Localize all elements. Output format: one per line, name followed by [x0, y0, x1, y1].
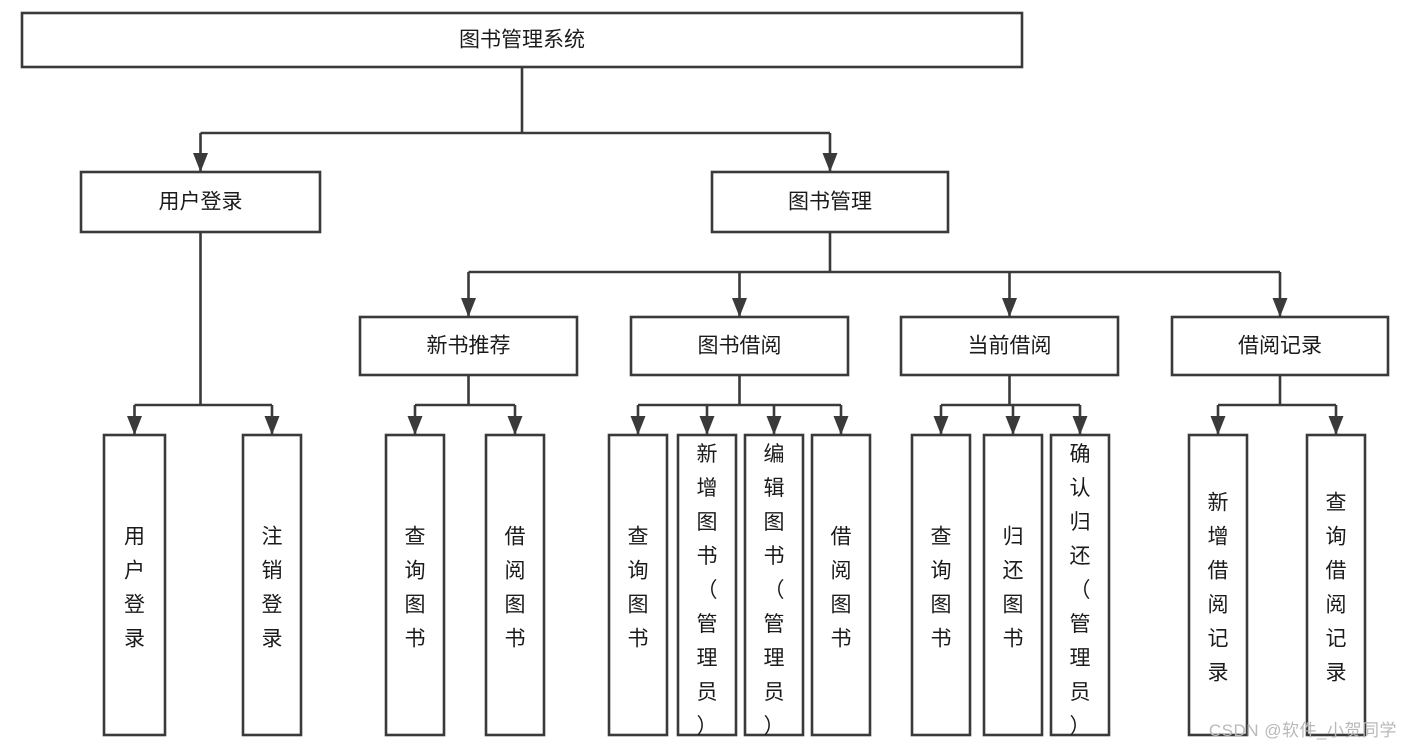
node-leaf-logout[interactable]: 注销登录 [241, 433, 303, 737]
arrow-head-icon [1210, 416, 1226, 435]
node-box-leaf-user-login [102, 433, 167, 737]
node-label-leaf-confirm-return: 确认归还（管理员） [1070, 443, 1091, 738]
node-box-current-borrow [899, 315, 1120, 377]
node-box-leaf-borrow-book-1 [484, 433, 546, 737]
node-label-leaf-borrow-book-2: 借阅图书 [831, 526, 852, 651]
arrow-head-icon [822, 153, 838, 172]
node-leaf-edit-book[interactable]: 编辑图书（管理员） [743, 433, 805, 738]
arrow-head-icon [127, 416, 142, 435]
node-box-user-login [79, 170, 322, 234]
node-leaf-confirm-return[interactable]: 确认归还（管理员） [1049, 433, 1111, 738]
node-leaf-query-record[interactable]: 查询借阅记录 [1305, 433, 1367, 737]
node-label-leaf-edit-book: 编辑图书（管理员） [764, 443, 785, 738]
node-label-book-borrow: 图书借阅 [698, 335, 782, 358]
arrow-head-icon [933, 416, 949, 435]
node-label-leaf-query-record: 查询借阅记录 [1326, 492, 1347, 685]
arrow-head-icon [833, 416, 849, 435]
node-leaf-user-login[interactable]: 用户登录 [102, 433, 167, 737]
node-box-leaf-confirm-return [1049, 433, 1111, 737]
node-leaf-query-book-3[interactable]: 查询图书 [910, 433, 972, 737]
arrow-head-icon [732, 298, 747, 317]
node-leaf-borrow-book-1[interactable]: 借阅图书 [484, 433, 546, 737]
node-user-login[interactable]: 用户登录 [79, 170, 322, 234]
node-label-book-manage: 图书管理 [788, 191, 872, 214]
arrow-head-icon [1072, 416, 1088, 435]
node-book-manage[interactable]: 图书管理 [710, 170, 950, 234]
node-leaf-query-book-1[interactable]: 查询图书 [384, 433, 446, 737]
node-label-leaf-return-book: 归还图书 [1003, 526, 1024, 651]
node-box-new-book-recommend [358, 315, 579, 377]
arrow-head-icon [461, 298, 476, 317]
arrow-head-icon [1328, 416, 1344, 435]
node-layer: 图书管理系统用户登录图书管理新书推荐图书借阅当前借阅借阅记录用户登录注销登录查询… [20, 11, 1390, 738]
node-box-book-manage [710, 170, 950, 234]
node-root[interactable]: 图书管理系统 [20, 11, 1024, 69]
node-box-leaf-query-book-3 [910, 433, 972, 737]
arrow-head-icon [1005, 416, 1021, 435]
node-label-user-login: 用户登录 [159, 191, 243, 214]
csdn-watermark: CSDN @软件_小贺同学 [1208, 721, 1397, 740]
arrow-head-icon [1272, 298, 1288, 317]
arrow-head-icon [507, 416, 523, 435]
arrow-head-icon [699, 416, 715, 435]
node-label-current-borrow: 当前借阅 [968, 335, 1052, 358]
node-label-borrow-record: 借阅记录 [1238, 335, 1322, 358]
node-box-leaf-edit-book [743, 433, 805, 737]
node-leaf-borrow-book-2[interactable]: 借阅图书 [810, 433, 872, 737]
node-label-leaf-query-book-3: 查询图书 [931, 526, 952, 651]
node-label-leaf-logout: 注销登录 [262, 526, 283, 651]
node-current-borrow[interactable]: 当前借阅 [899, 315, 1120, 377]
arrow-head-icon [630, 416, 646, 435]
node-box-leaf-add-record [1187, 433, 1249, 737]
node-box-leaf-query-book-2 [607, 433, 669, 737]
node-box-leaf-borrow-book-2 [810, 433, 872, 737]
node-label-leaf-query-book-2: 查询图书 [628, 526, 649, 651]
node-leaf-add-record[interactable]: 新增借阅记录 [1187, 433, 1249, 737]
node-box-leaf-query-record [1305, 433, 1367, 737]
node-box-book-borrow [629, 315, 850, 377]
node-label-root: 图书管理系统 [459, 29, 585, 52]
node-label-new-book-recommend: 新书推荐 [427, 335, 511, 358]
node-label-leaf-query-book-1: 查询图书 [405, 526, 426, 651]
node-label-leaf-add-book: 新增图书（管理员） [697, 443, 718, 738]
node-label-leaf-borrow-book-1: 借阅图书 [505, 526, 526, 651]
node-new-book-recommend[interactable]: 新书推荐 [358, 315, 579, 377]
arrow-head-icon [766, 416, 782, 435]
node-box-leaf-add-book [676, 433, 738, 737]
node-book-borrow[interactable]: 图书借阅 [629, 315, 850, 377]
node-box-leaf-return-book [982, 433, 1044, 737]
node-label-leaf-add-record: 新增借阅记录 [1208, 492, 1229, 685]
node-leaf-add-book[interactable]: 新增图书（管理员） [676, 433, 738, 738]
node-box-leaf-query-book-1 [384, 433, 446, 737]
arrow-head-icon [407, 416, 423, 435]
node-box-root [20, 11, 1024, 69]
arrow-head-icon [1002, 298, 1017, 317]
node-leaf-query-book-2[interactable]: 查询图书 [607, 433, 669, 737]
node-box-leaf-logout [241, 433, 303, 737]
node-leaf-return-book[interactable]: 归还图书 [982, 433, 1044, 737]
connector-layer [127, 67, 1344, 435]
node-label-leaf-user-login: 用户登录 [124, 526, 145, 651]
arrow-head-icon [264, 416, 280, 435]
node-borrow-record[interactable]: 借阅记录 [1170, 315, 1390, 377]
arrow-head-icon [193, 153, 208, 172]
node-box-borrow-record [1170, 315, 1390, 377]
